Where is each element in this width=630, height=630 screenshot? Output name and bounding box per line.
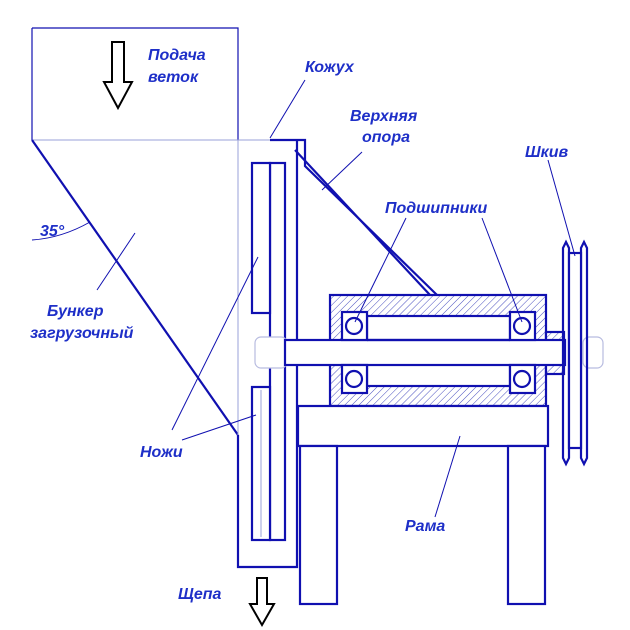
bearing xyxy=(508,363,537,395)
hopper-label-2: загрузочный xyxy=(30,325,134,342)
hopper-label: Бункер xyxy=(47,303,104,320)
pulley xyxy=(561,239,589,467)
feed-arrow-icon xyxy=(102,41,134,111)
pulley-label: Шкив xyxy=(525,144,569,161)
frame xyxy=(296,404,550,606)
leader-lines xyxy=(96,79,576,518)
angle-label: 35° xyxy=(40,223,65,240)
frame-label: Рама xyxy=(405,518,445,535)
bearing xyxy=(340,310,369,342)
chips-label: Щепа xyxy=(178,586,221,603)
feed-label-2: веток xyxy=(148,69,199,86)
upper-support-label: Верхняя xyxy=(350,108,418,125)
angle-arc xyxy=(31,221,91,241)
upper-knife xyxy=(250,161,272,315)
hopper xyxy=(31,27,300,436)
bearing xyxy=(340,363,369,395)
bearing xyxy=(508,310,537,342)
knives-label: Ножи xyxy=(140,444,183,461)
casing-label: Кожух xyxy=(305,59,355,76)
shaft xyxy=(283,338,567,367)
bearings-label: Подшипники xyxy=(385,200,487,217)
upper-support-label-2: опора xyxy=(362,129,410,146)
left-nut xyxy=(254,336,288,369)
bearing-housing xyxy=(283,293,567,408)
feed-label: Подача xyxy=(148,47,206,64)
chips-arrow-icon xyxy=(248,577,276,628)
